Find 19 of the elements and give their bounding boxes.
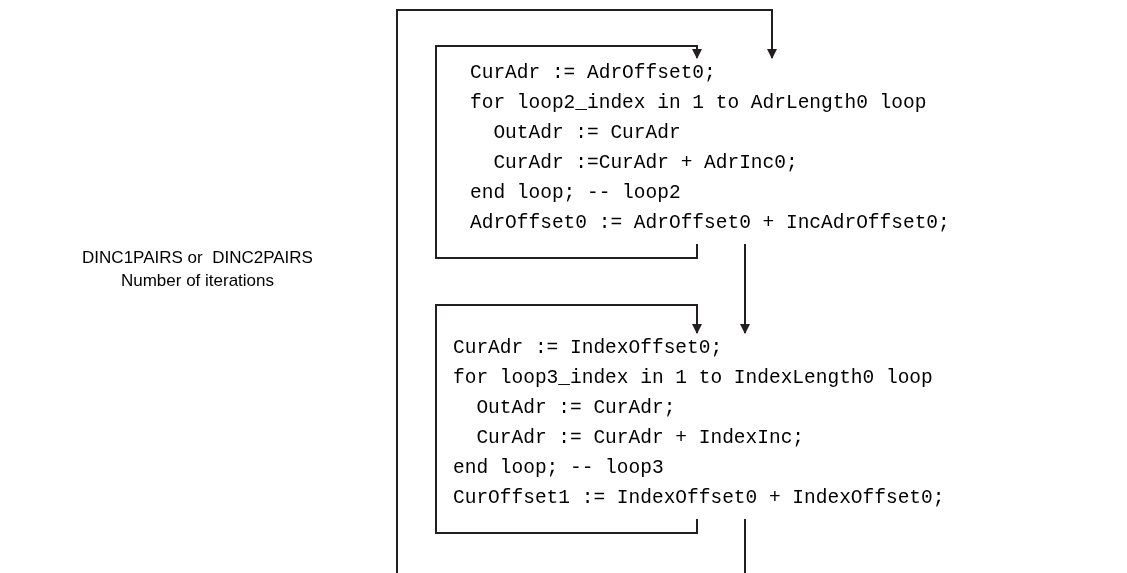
code-line: OutAdr := CurAdr; [475, 396, 676, 421]
loop-arrow [435, 45, 702, 259]
loop-arrow [435, 304, 702, 534]
loop-arrow [740, 243, 750, 334]
loop-arrow [396, 9, 777, 573]
code-line: CurAdr :=CurAdr + AdrInc0; [492, 151, 798, 176]
code-line: OutAdr := CurAdr [492, 121, 681, 146]
connector-line [744, 518, 746, 573]
code-line: CurAdr := IndexOffset0; [453, 336, 723, 361]
annotation-text: Number of iterations [120, 270, 275, 292]
code-line: CurAdr := CurAdr + IndexInc; [475, 426, 805, 451]
code-line: CurOffset1 := IndexOffset0 + IndexOffset0; [453, 486, 945, 511]
code-line: for loop2_index in 1 to AdrLength0 loop [470, 91, 927, 116]
annotation-text: DINC1PAIRS or DINC2PAIRS [82, 247, 313, 269]
code-line: end loop; -- loop2 [470, 181, 681, 206]
code-line: for loop3_index in 1 to IndexLength0 loop [453, 366, 933, 391]
code-line: CurAdr := AdrOffset0; [470, 61, 716, 86]
code-line: AdrOffset0 := AdrOffset0 + IncAdrOffset0; [470, 211, 950, 236]
code-line: end loop; -- loop3 [453, 456, 664, 481]
